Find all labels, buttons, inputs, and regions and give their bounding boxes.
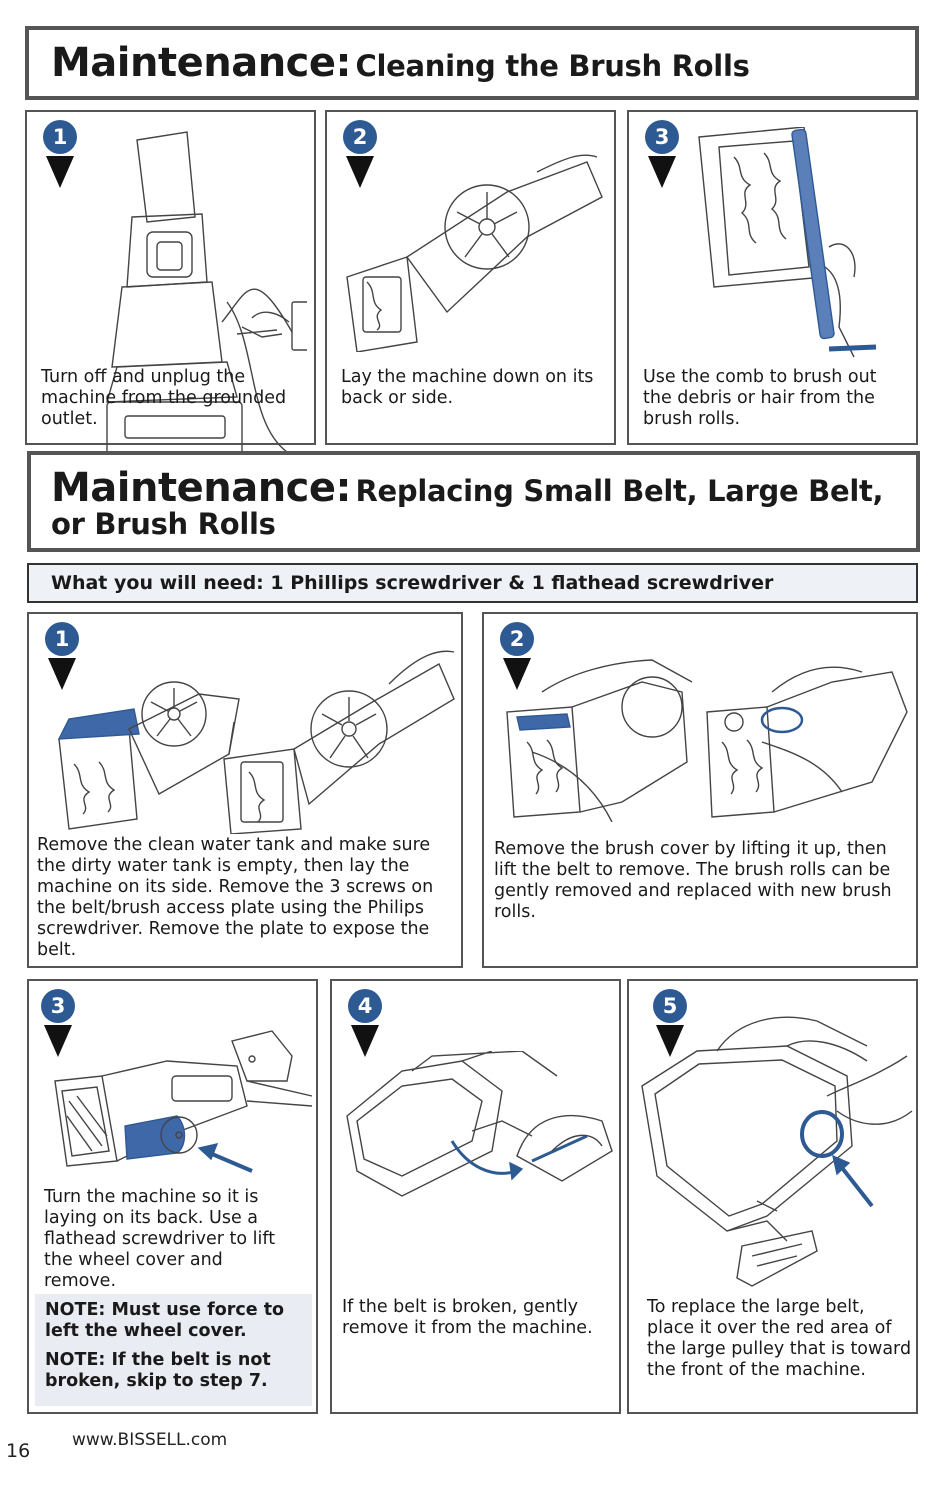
note-skip: NOTE: If the belt is not broken, skip to… — [45, 1350, 271, 1391]
step-pointer-icon — [503, 658, 531, 690]
clean-step-1-caption: Turn off and unplug the machine from the… — [41, 367, 287, 429]
section2-title-main: Maintenance: — [51, 465, 352, 511]
section2-title-sub-line2: or Brush Rolls — [51, 507, 276, 541]
clean-step-2-caption: Lay the machine down on its back or side… — [341, 367, 594, 408]
step-badge: 2 — [343, 120, 377, 154]
step-pointer-icon — [648, 156, 676, 188]
section2-title-box: Maintenance: Replacing Small Belt, Large… — [27, 451, 920, 552]
page-number: 16 — [6, 1440, 31, 1462]
replace-step-5-caption: To replace the large belt, place it over… — [647, 1297, 912, 1380]
section1-title: Maintenance: Cleaning the Brush Rolls — [51, 40, 750, 86]
replace-step-4-panel: 4 If the belt is broken, gently remove i… — [330, 979, 621, 1414]
step-pointer-icon — [351, 1025, 379, 1057]
comb-brush-rolls-illustration — [694, 127, 914, 367]
replace-step-5-panel: 5 To replace the large belt, place it ov… — [627, 979, 918, 1414]
note-force: NOTE: Must use force to left the wheel c… — [45, 1300, 285, 1341]
section1-title-main: Maintenance: — [51, 40, 352, 86]
replace-step-3-notes: NOTE: Must use force to left the wheel c… — [35, 1294, 312, 1406]
clean-step-2-panel: 2 Lay the machine down on its back or si… — [325, 110, 616, 445]
step-pointer-icon — [48, 658, 76, 690]
step-pointer-icon — [346, 156, 374, 188]
machine-on-side-illustration — [337, 152, 612, 352]
remove-broken-belt-illustration — [342, 1051, 617, 1211]
clean-step-3-caption: Use the comb to brush out the debris or … — [643, 367, 877, 429]
remove-tank-and-plate-illustration — [49, 644, 459, 834]
section1-title-box: Maintenance: Cleaning the Brush Rolls — [25, 26, 919, 100]
clean-step-1-panel: 1 Turn off and unplug the machine from t… — [25, 110, 316, 445]
replace-step-3-caption: Turn the machine so it is laying on its … — [44, 1187, 276, 1291]
replace-step-1-panel: 1 Remove the clean water tank and make s… — [27, 612, 463, 968]
step-badge: 1 — [43, 120, 77, 154]
step-badge: 2 — [500, 622, 534, 656]
section2-title-sub-line1: Replacing Small Belt, Large Belt, — [355, 474, 884, 508]
step-pointer-icon — [44, 1025, 72, 1057]
tools-needed-bar: What you will need: 1 Phillips screwdriv… — [27, 563, 918, 603]
remove-brush-cover-illustration — [502, 652, 914, 822]
step-pointer-icon — [46, 156, 74, 188]
replace-step-2-caption: Remove the brush cover by lifting it up,… — [494, 839, 892, 922]
remove-wheel-cover-illustration — [47, 1021, 317, 1181]
step-badge: 3 — [645, 120, 679, 154]
step-pointer-icon — [656, 1025, 684, 1057]
replace-step-2-panel: 2 Remove the brush cover by lifting it u… — [482, 612, 918, 968]
website-link[interactable]: www.BISSELL.com — [72, 1430, 228, 1450]
clean-step-3-panel: 3 Use the comb to brush out the debris o… — [627, 110, 918, 445]
step-badge: 4 — [348, 989, 382, 1023]
unplug-machine-illustration — [77, 122, 307, 472]
replace-step-3-panel: 3 Turn the machine so it is laying on it… — [27, 979, 318, 1414]
install-large-belt-illustration — [637, 1016, 917, 1296]
replace-step-1-caption: Remove the clean water tank and make sur… — [37, 835, 434, 960]
step-badge: 1 — [45, 622, 79, 656]
step-badge: 5 — [653, 989, 687, 1023]
section2-title: Maintenance: Replacing Small Belt, Large… — [51, 465, 884, 511]
section1-title-sub: Cleaning the Brush Rolls — [355, 49, 750, 83]
step-badge: 3 — [41, 989, 75, 1023]
replace-step-4-caption: If the belt is broken, gently remove it … — [342, 1297, 593, 1338]
